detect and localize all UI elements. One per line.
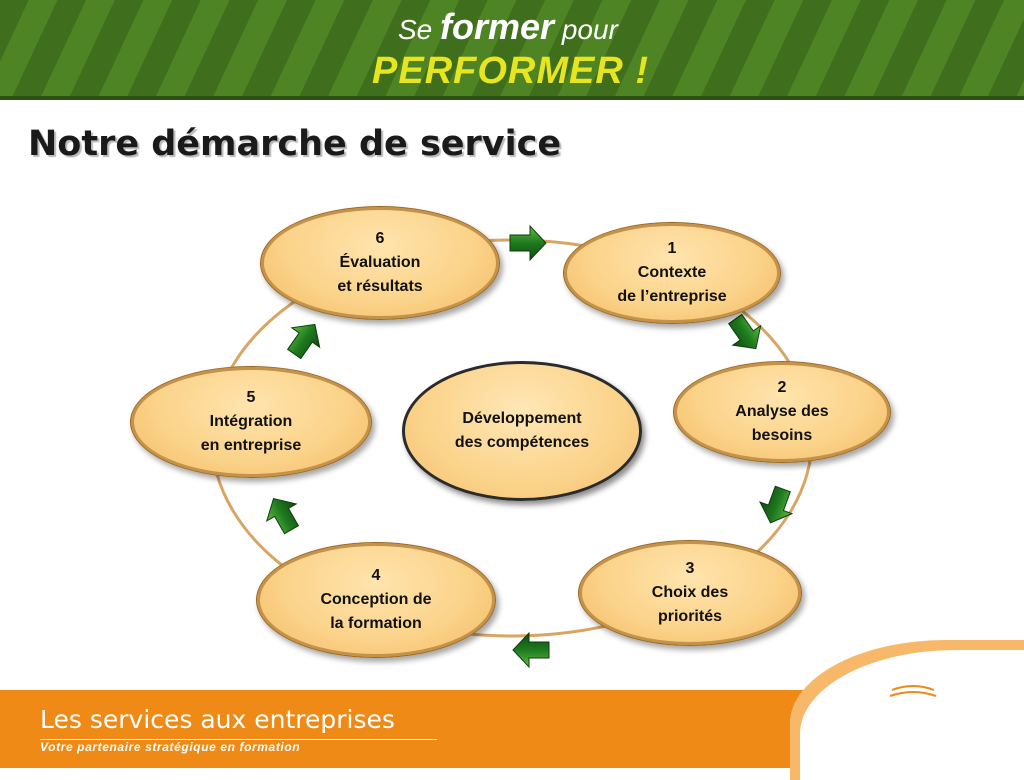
logo-line2: BEAUCE-ETCHEMIN bbox=[846, 716, 982, 728]
step-label-line1: Intégration bbox=[209, 413, 293, 430]
center-node-line2: des compétences bbox=[454, 434, 590, 451]
maple-leaf-icon bbox=[882, 654, 944, 706]
step-label-line1: Évaluation bbox=[339, 254, 421, 271]
step-node-5: 5 Intégration en entreprise bbox=[130, 366, 372, 478]
step-label-line2: priorités bbox=[657, 608, 722, 625]
logo-line1: Commission scolaire de la bbox=[882, 709, 946, 715]
slogan-strong: former bbox=[440, 6, 555, 47]
center-node-line1: Développement bbox=[462, 410, 582, 427]
header-banner: Se former pour PERFORMER ! bbox=[0, 0, 1024, 100]
footer-title: Les services aux entreprises bbox=[40, 705, 395, 734]
logo-line4: Ensemble vers l’avenir bbox=[866, 744, 949, 754]
step-number: 3 bbox=[685, 560, 695, 577]
step-label-line1: Conception de bbox=[320, 591, 432, 608]
arrow-icon bbox=[265, 497, 300, 535]
step-label-line2: la formation bbox=[330, 615, 422, 632]
step-node-6: 6 Évaluation et résultats bbox=[260, 206, 500, 320]
step-number: 2 bbox=[777, 379, 787, 396]
step-number: 4 bbox=[371, 567, 381, 584]
arrow-icon bbox=[758, 485, 794, 524]
step-number: 5 bbox=[246, 389, 256, 406]
step-node-3: 3 Choix des priorités bbox=[578, 540, 802, 646]
logo-tagline-b: vers l’avenir bbox=[903, 744, 950, 754]
arrow-icon bbox=[512, 631, 550, 669]
step-label-line2: en entreprise bbox=[200, 437, 302, 454]
slogan-prefix: Se bbox=[398, 14, 433, 45]
center-node: Développement des compétences bbox=[402, 361, 642, 501]
footer-divider bbox=[40, 739, 437, 740]
page-title: Notre démarche de service bbox=[28, 124, 562, 164]
logo-line3: Service de la formation professionnelle … bbox=[848, 729, 970, 740]
slogan-suffix: pour bbox=[561, 14, 618, 45]
step-label-line2: de l’entreprise bbox=[617, 288, 727, 305]
arrow-icon bbox=[727, 313, 762, 350]
step-node-2: 2 Analyse des besoins bbox=[673, 361, 891, 463]
arrow-icon bbox=[509, 224, 547, 262]
organization-logo: Commission scolaire de la BEAUCE-ETCHEMI… bbox=[846, 652, 982, 764]
step-number: 6 bbox=[375, 230, 385, 247]
logo-tagline-a: Ensemble bbox=[866, 744, 902, 754]
step-node-4: 4 Conception de la formation bbox=[256, 542, 496, 658]
step-label-line1: Choix des bbox=[651, 584, 729, 601]
arrow-icon bbox=[286, 323, 321, 360]
step-node-1: 1 Contexte de l’entreprise bbox=[563, 222, 781, 324]
slogan-top: Se former pour bbox=[398, 6, 618, 48]
step-number: 1 bbox=[667, 240, 677, 257]
step-label-line2: besoins bbox=[751, 427, 813, 444]
slogan-main: PERFORMER ! bbox=[372, 50, 649, 92]
footer-subtitle: Votre partenaire stratégique en formatio… bbox=[40, 740, 301, 754]
step-label-line2: et résultats bbox=[337, 278, 423, 295]
step-label-line1: Contexte bbox=[637, 264, 707, 281]
step-label-line1: Analyse des bbox=[735, 403, 829, 420]
